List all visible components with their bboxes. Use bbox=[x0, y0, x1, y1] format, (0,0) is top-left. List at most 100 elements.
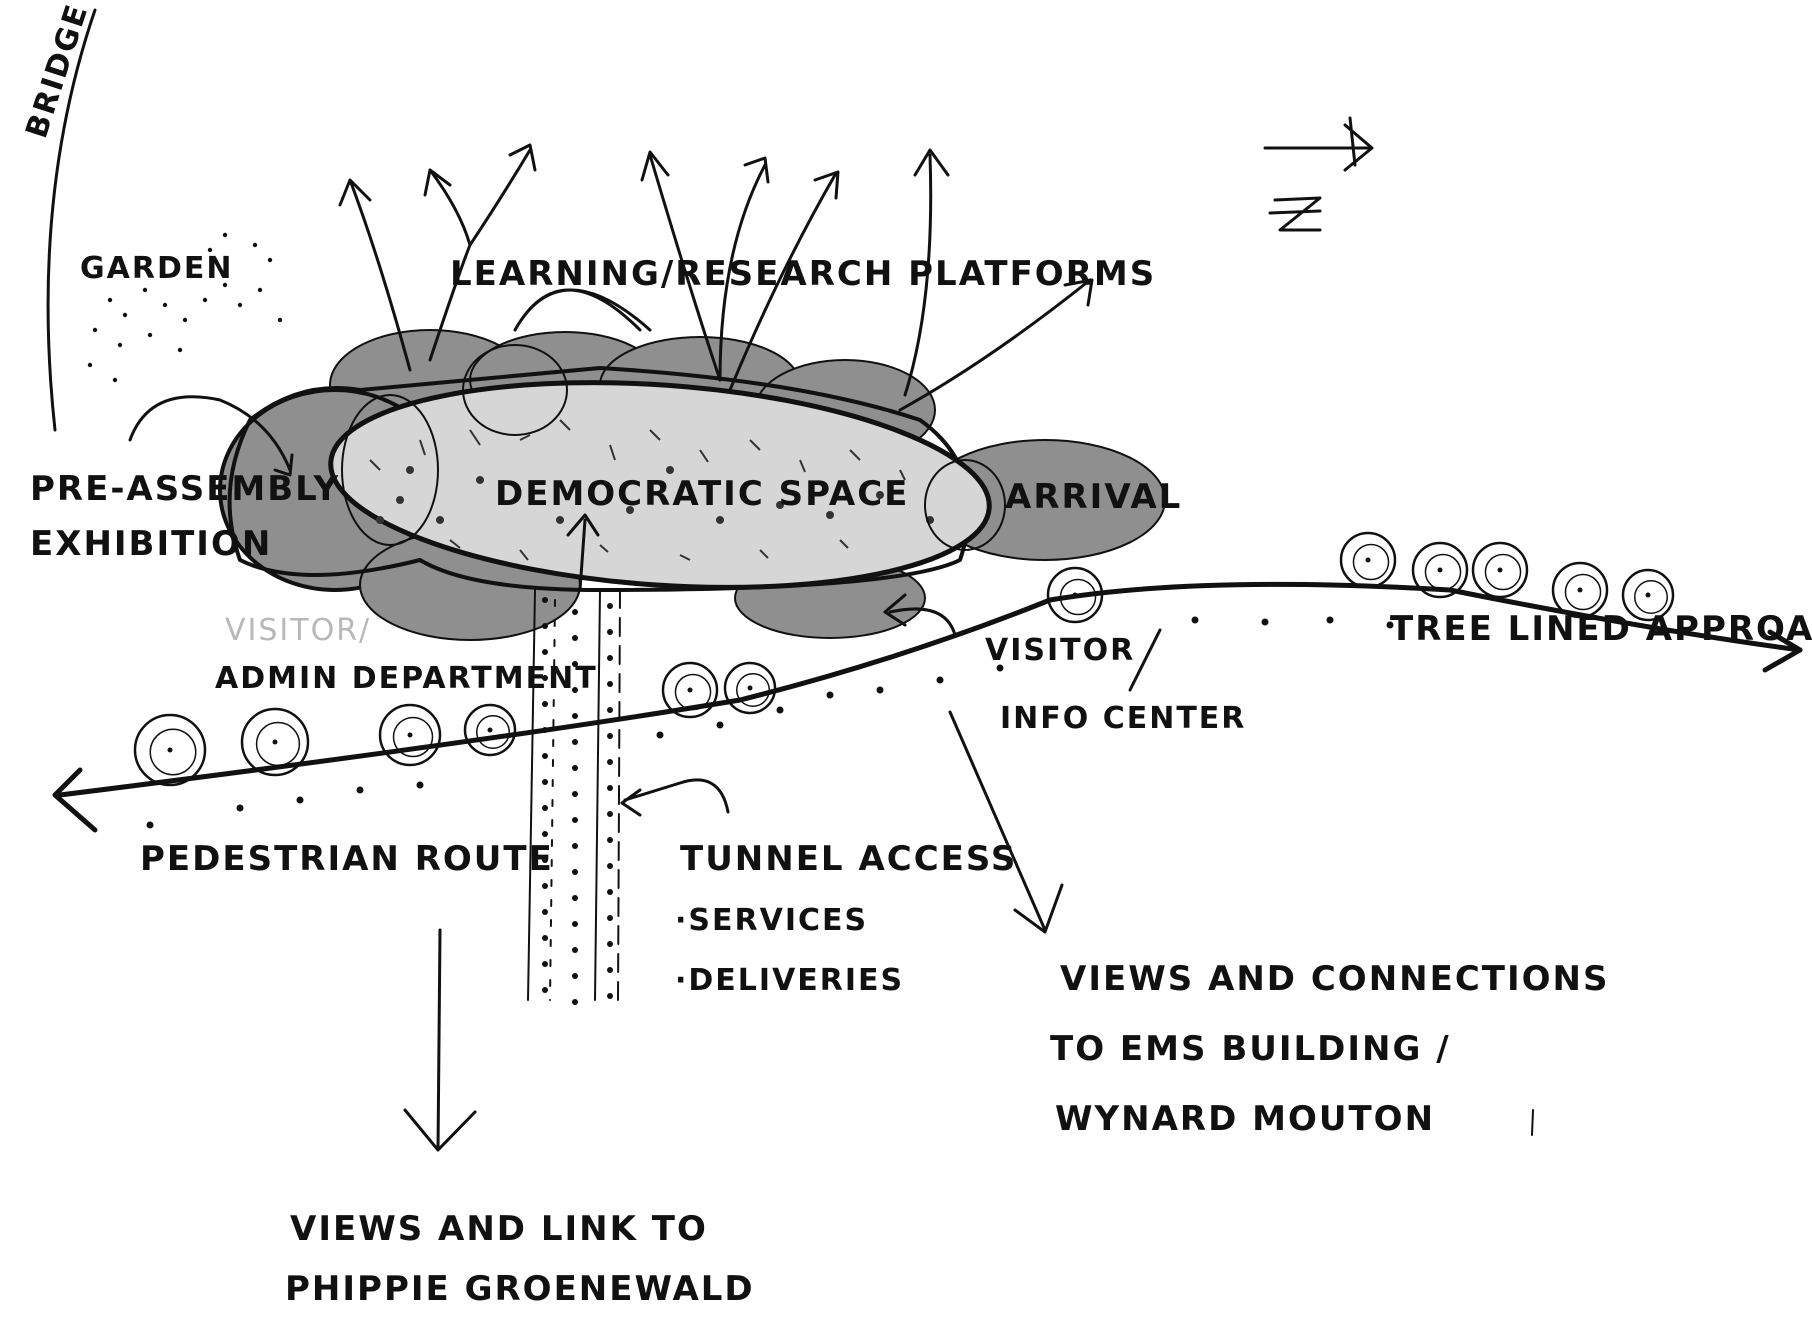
pedestrian-dot bbox=[937, 677, 944, 684]
tunnel-dot bbox=[607, 785, 613, 791]
pedestrian-dot bbox=[417, 782, 424, 789]
tunnel-dot bbox=[572, 635, 578, 641]
tree-trunk bbox=[168, 748, 173, 753]
pedestrian-dot bbox=[1327, 617, 1334, 624]
tunnel-dot bbox=[572, 843, 578, 849]
tree-icon bbox=[242, 709, 308, 775]
tree-icon bbox=[725, 663, 775, 713]
tunnel-dot bbox=[542, 805, 548, 811]
views-link-label-2: PHIPPIE GROENEWALD bbox=[285, 1269, 755, 1309]
garden-dot bbox=[178, 348, 182, 352]
tunnel-dot bbox=[542, 597, 548, 603]
tree-icon bbox=[135, 715, 205, 785]
pedestrian-dot bbox=[297, 797, 304, 804]
texture-dot bbox=[437, 517, 443, 523]
pedestrian-dot bbox=[357, 787, 364, 794]
garden-label: GARDEN bbox=[80, 251, 233, 286]
garden-dot bbox=[113, 378, 117, 382]
tunnel-dot bbox=[572, 739, 578, 745]
garden-dot bbox=[238, 303, 242, 307]
pedestrian-route-label: PEDESTRIAN ROUTE bbox=[140, 839, 554, 879]
garden-dot bbox=[118, 343, 122, 347]
views-connections-label-2: TO EMS BUILDING / bbox=[1050, 1029, 1451, 1069]
tunnel-dot bbox=[607, 707, 613, 713]
garden-dot bbox=[268, 258, 272, 262]
garden-dot bbox=[123, 313, 127, 317]
pedestrian-dot bbox=[1192, 617, 1199, 624]
pedestrian-dot bbox=[237, 805, 244, 812]
tunnel-dot bbox=[542, 909, 548, 915]
tunnel-dot bbox=[542, 779, 548, 785]
services-label: ·SERVICES bbox=[675, 903, 868, 938]
deliveries-label: ·DELIVERIES bbox=[675, 963, 904, 998]
tree-icon bbox=[380, 705, 440, 765]
garden-dot bbox=[108, 298, 112, 302]
exhibition-label: EXHIBITION bbox=[30, 524, 272, 564]
views-link-label-1: VIEWS AND LINK TO bbox=[290, 1209, 708, 1249]
tunnel-pointer-arrow bbox=[622, 780, 728, 815]
views-connections-label-1: VIEWS AND CONNECTIONS bbox=[1060, 959, 1609, 999]
tunnel-dot bbox=[572, 921, 578, 927]
tree-trunk bbox=[273, 740, 278, 745]
tunnel-dot bbox=[607, 993, 613, 999]
tree-inner bbox=[150, 729, 196, 775]
garden-dot bbox=[203, 298, 207, 302]
tunnel-dot bbox=[607, 915, 613, 921]
tunnel-dot bbox=[572, 869, 578, 875]
texture-dot bbox=[397, 497, 403, 503]
tunnel-dot bbox=[607, 733, 613, 739]
pre-assembly-label: PRE-ASSEMBLY bbox=[30, 469, 340, 509]
garden-dot bbox=[183, 318, 187, 322]
tree-trunk bbox=[1646, 593, 1651, 598]
garden-dot bbox=[148, 333, 152, 337]
tunnel-dot bbox=[542, 753, 548, 759]
tunnel-dot bbox=[542, 623, 548, 629]
tunnel-dot bbox=[607, 603, 613, 609]
tree-inner bbox=[737, 674, 770, 707]
tunnel-dot bbox=[607, 941, 613, 947]
tunnel-dot bbox=[542, 649, 548, 655]
tunnel-dot bbox=[572, 791, 578, 797]
texture-dot bbox=[407, 467, 413, 473]
tunnel-dot bbox=[607, 837, 613, 843]
tree-inner bbox=[1425, 554, 1460, 589]
garden-dot bbox=[163, 303, 167, 307]
tunnel-dot bbox=[572, 713, 578, 719]
tunnel-dot bbox=[542, 701, 548, 707]
tunnel-dot bbox=[572, 765, 578, 771]
arrow-icon bbox=[470, 145, 535, 245]
views-link-arrow bbox=[405, 930, 475, 1150]
tunnel-dot bbox=[607, 681, 613, 687]
tunnel-dot bbox=[607, 629, 613, 635]
admin-department-label: ADMIN DEPARTMENT bbox=[215, 661, 598, 696]
tunnel-dot bbox=[607, 863, 613, 869]
arrival-label: ARRIVAL bbox=[1005, 477, 1182, 517]
garden-dot bbox=[93, 328, 97, 332]
tree-icon bbox=[1341, 533, 1395, 587]
tree-trunk bbox=[688, 688, 693, 693]
views-connections-label-3: WYNARD MOUTON bbox=[1055, 1099, 1435, 1139]
tree-inner bbox=[1485, 554, 1520, 589]
tree-icon bbox=[465, 705, 515, 755]
tree-trunk bbox=[748, 686, 753, 691]
tree-inner bbox=[675, 674, 710, 709]
tunnel-dot bbox=[542, 935, 548, 941]
tunnel-dot bbox=[572, 999, 578, 1005]
tree-trunk bbox=[488, 728, 493, 733]
garden-dot bbox=[253, 243, 257, 247]
texture-dot bbox=[557, 517, 563, 523]
garden-dot bbox=[258, 288, 262, 292]
tree-inner bbox=[257, 723, 300, 766]
tunnel-dot bbox=[607, 655, 613, 661]
pedestrian-dot bbox=[827, 692, 834, 699]
visitor-faint-label: VISITOR/ bbox=[225, 613, 371, 648]
tunnel-dot bbox=[542, 987, 548, 993]
tree-icon bbox=[1413, 543, 1467, 597]
tunnel-dot bbox=[572, 973, 578, 979]
north-arrow-icon bbox=[1265, 118, 1372, 230]
pedestrian-dot bbox=[777, 707, 784, 714]
texture-dot bbox=[667, 467, 673, 473]
tree-trunk bbox=[1578, 588, 1583, 593]
tree-inner bbox=[477, 716, 510, 749]
pedestrian-dot bbox=[1262, 619, 1269, 626]
